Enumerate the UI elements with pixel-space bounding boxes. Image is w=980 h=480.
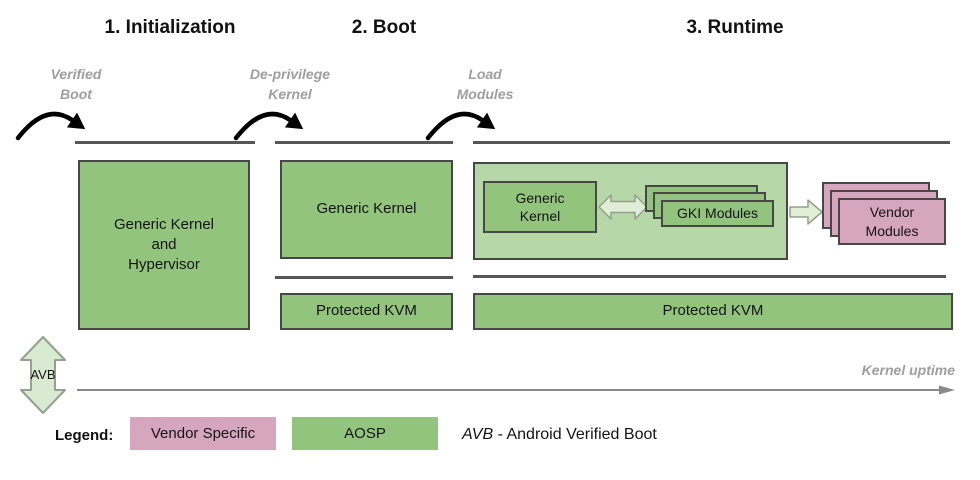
phase-title-boot: 2. Boot	[351, 17, 417, 38]
transition-label-line: Modules	[456, 85, 514, 102]
legend-avb-note: AVB - Android Verified Boot	[462, 426, 657, 444]
box-label: GKI Modules	[677, 205, 758, 222]
curved-arrow-icon	[14, 100, 94, 144]
curved-arrow-icon	[424, 100, 504, 144]
box-label: Generic Kernel and Hypervisor	[113, 215, 215, 274]
legend-title: Legend:	[55, 427, 114, 444]
phase-rail-initialization	[75, 141, 255, 144]
legend-avb-term: AVB	[462, 426, 494, 443]
box-runtime-protected-kvm: Protected KVM	[473, 293, 953, 330]
phase-rail-runtime	[473, 141, 950, 144]
phase-rail-boot	[275, 141, 453, 144]
phase-title-initialization: 1. Initialization	[104, 17, 236, 38]
transition-label-line: De-privilege	[249, 66, 331, 82]
box-label: Protected KVM	[316, 302, 417, 320]
box-gki-modules: GKI Modules	[661, 200, 774, 227]
box-boot-protected-kvm: Protected KVM	[280, 293, 453, 330]
box-label: Generic Kernel	[515, 189, 565, 224]
box-vendor-modules: Vendor Modules	[838, 198, 946, 245]
box-label: Vendor Modules	[865, 204, 919, 239]
bidirectional-arrow-icon	[598, 192, 648, 222]
axis-label-kernel-uptime: Kernel uptime	[861, 362, 955, 378]
timeline-arrow-icon	[75, 381, 960, 399]
legend-chip-vendor-specific: Vendor Specific	[130, 417, 276, 450]
transition-label-deprivilege-kernel: De-privilege Kernel	[230, 65, 350, 104]
avb-marker-label: AVB	[30, 367, 56, 382]
transition-label-line: Kernel	[268, 85, 312, 102]
phase-title-runtime: 3. Runtime	[686, 17, 784, 38]
transition-label-verified-boot: Verified Boot	[26, 65, 126, 104]
legend-chip-label: Vendor Specific	[150, 425, 256, 442]
legend-chip-aosp: AOSP	[292, 417, 438, 450]
box-generic-kernel-hypervisor: Generic Kernel and Hypervisor	[78, 160, 250, 330]
right-arrow-icon	[789, 198, 823, 226]
transition-label-line: Verified	[50, 66, 102, 82]
box-boot-generic-kernel: Generic Kernel	[280, 160, 453, 259]
box-label: Protected KVM	[662, 302, 764, 320]
curved-arrow-icon	[232, 100, 312, 144]
avb-double-arrow-icon: AVB	[15, 335, 71, 415]
box-runtime-generic-kernel: Generic Kernel	[483, 181, 597, 233]
transition-label-line: Load	[468, 66, 502, 82]
transition-label-load-modules: Load Modules	[425, 65, 545, 104]
legend-chip-label: AOSP	[344, 425, 386, 442]
separator-rail-runtime	[473, 275, 946, 278]
separator-rail-boot	[275, 276, 453, 279]
transition-label-line: Boot	[60, 85, 92, 102]
box-label: Generic Kernel	[316, 200, 417, 218]
legend-avb-definition: - Android Verified Boot	[497, 426, 657, 443]
